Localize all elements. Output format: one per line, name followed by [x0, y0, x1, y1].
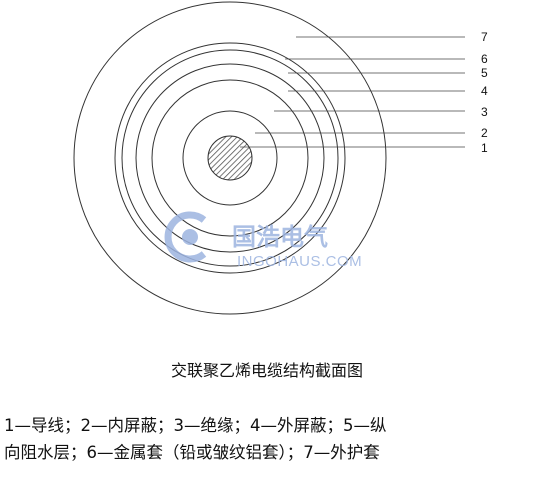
metal-sheath-ring — [114, 42, 346, 274]
cable-cross-section-diagram: 7 6 5 4 3 2 1 国浩电气 INGOHAUS.COM — [73, 1, 488, 315]
outer-screen-ring — [135, 63, 325, 253]
leader-lines — [240, 36, 465, 148]
layer-label-6: 6 — [481, 52, 488, 66]
layer-label-7: 7 — [481, 30, 488, 44]
water-blocking-layer-ring — [121, 49, 339, 267]
legend-line-1: 1—导线；2—内屏蔽；3—绝缘；4—外屏蔽；5—纵 — [4, 416, 387, 435]
layer-label-3: 3 — [481, 105, 488, 119]
watermark-brand-text: 国浩电气 — [232, 223, 328, 251]
layer-label-2: 2 — [481, 126, 488, 140]
insulation-ring — [151, 79, 309, 237]
layer-number-labels: 7 6 5 4 3 2 1 — [481, 30, 488, 155]
brand-logo-icon — [164, 211, 207, 263]
inner-screen-ring — [182, 110, 278, 206]
layer-label-4: 4 — [481, 84, 488, 98]
watermark-url-text: INGOHAUS.COM — [237, 253, 362, 270]
legend-line-2: 向阻水层；6—金属套（铅或皱纹铝套）；7—外护套 — [4, 443, 380, 462]
watermark: 国浩电气 INGOHAUS.COM — [164, 211, 362, 270]
layer-label-1: 1 — [481, 141, 488, 155]
layer-label-5: 5 — [481, 66, 488, 80]
conductor-core — [207, 135, 253, 181]
diagram-caption: 交联聚乙烯电缆结构截面图 — [170, 361, 363, 380]
outer-sheath-ring — [73, 1, 387, 315]
layer-legend: 1—导线；2—内屏蔽；3—绝缘；4—外屏蔽；5—纵 向阻水层；6—金属套（铅或皱… — [4, 412, 534, 466]
